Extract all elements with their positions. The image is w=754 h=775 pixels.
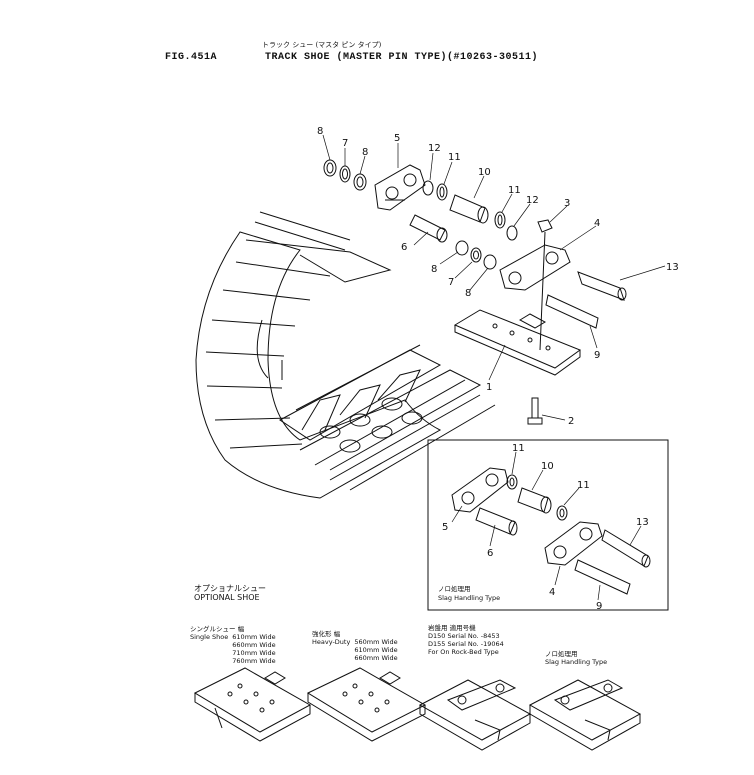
shoe-type-jp: シングルシュー 幅 xyxy=(190,625,245,633)
shoe-type-jp: ノロ処理用 xyxy=(545,650,578,658)
inset-callout-13: 13 xyxy=(636,517,649,528)
callout-1: 1 xyxy=(486,382,492,393)
callout-8: 8 xyxy=(362,147,368,158)
shoe-type-slag: ノロ処理用 Slag Handling Type xyxy=(545,650,607,666)
shoe-type-heavy-duty: 強化形 幅 Heavy-Duty 560mm Wide 610mm Wide 6… xyxy=(312,630,398,662)
shoe-width-line: 610mm Wide xyxy=(354,646,398,654)
shoe-width-line: 660mm Wide xyxy=(232,641,276,649)
callout-3: 3 xyxy=(564,198,570,209)
callout-6: 6 xyxy=(401,242,407,253)
inset-callout-9: 9 xyxy=(596,601,602,612)
callout-8: 8 xyxy=(317,126,323,137)
inset-callout-11: 11 xyxy=(512,443,525,454)
slag-handling-shoe-drawing xyxy=(528,679,642,751)
shoe-width-line: 660mm Wide xyxy=(354,654,398,662)
pin-9 xyxy=(545,294,599,329)
callout-7: 7 xyxy=(342,138,348,149)
callout-8: 8 xyxy=(465,288,471,299)
inset-callout-4: 4 xyxy=(549,587,555,598)
shoe-type-single: シングルシュー 幅 Single Shoe 610mm Wide 660mm W… xyxy=(190,625,276,665)
inset-callout-6: 6 xyxy=(487,548,493,559)
pin-6 xyxy=(409,214,446,241)
rock-bed-shoe-drawing xyxy=(418,679,532,751)
heavy-duty-shoe-drawing xyxy=(306,667,427,742)
serial-line: D150 Serial No. -8453 xyxy=(428,632,500,640)
shoe-width-line: 710mm Wide xyxy=(232,649,276,657)
callout-5: 5 xyxy=(394,133,400,144)
callout-9: 9 xyxy=(594,350,600,361)
shoe-type-jp: 強化形 幅 xyxy=(312,630,341,638)
single-shoe-drawing xyxy=(193,667,312,742)
callout-10: 10 xyxy=(478,167,491,178)
nut-3 xyxy=(537,219,553,233)
shoe-type-name: For On Rock-Bed Type xyxy=(428,648,499,656)
optional-shoe-label-jp: オプショナルシュー xyxy=(194,584,266,593)
bolt-2 xyxy=(531,397,539,419)
callout-2: 2 xyxy=(568,416,574,427)
seal-7-a xyxy=(339,165,351,183)
figure-title: TRACK SHOE (MASTER PIN TYPE)(#10263-3051… xyxy=(265,52,539,63)
inset-caption-en: Slag Handling Type xyxy=(438,594,501,602)
serial-line: D155 Serial No. -19064 xyxy=(428,640,504,648)
callout-13: 13 xyxy=(666,262,679,273)
shoe-width-line: 610mm Wide xyxy=(232,633,276,641)
shoe-type-rock-bed: 岩盤用 適用号機 D150 Serial No. -8453 D155 Seri… xyxy=(428,624,504,656)
callout-12: 12 xyxy=(428,143,441,154)
slag-handling-inset xyxy=(427,439,669,611)
shoe-type-name: Slag Handling Type xyxy=(545,658,608,666)
optional-shoe-drawings xyxy=(193,667,642,751)
washer-8-a xyxy=(323,159,337,177)
callout-4: 4 xyxy=(594,218,600,229)
shoe-type-jp: 岩盤用 適用号機 xyxy=(428,624,476,632)
figure-number: FIG.451A xyxy=(165,52,218,63)
inset-callout-10: 10 xyxy=(541,461,554,472)
inset-callout-5: 5 xyxy=(442,522,448,533)
callout-11: 11 xyxy=(508,185,521,196)
shoe-type-name: Heavy-Duty xyxy=(312,638,351,646)
callout-7: 7 xyxy=(448,277,454,288)
link-4 xyxy=(499,244,571,291)
shoe-width-line: 560mm Wide xyxy=(354,638,398,646)
callout-11: 11 xyxy=(448,152,461,163)
inset-caption-jp: ノロ処理用 xyxy=(438,585,471,593)
link-5 xyxy=(374,164,426,211)
title-japanese: トラック シュー (マスタ ピン タイプ) xyxy=(262,41,382,49)
callout-12: 12 xyxy=(526,195,539,206)
optional-shoe-label: OPTIONAL SHOE xyxy=(194,593,260,602)
track-assembly-drawing xyxy=(195,211,496,499)
shoe-width-line: 760mm Wide xyxy=(232,657,276,665)
washer-8-b xyxy=(353,173,367,191)
master-pin-13 xyxy=(577,271,625,301)
callout-8: 8 xyxy=(431,264,437,275)
shoe-type-name: Single Shoe xyxy=(190,633,229,641)
inset-callout-11: 11 xyxy=(577,480,590,491)
